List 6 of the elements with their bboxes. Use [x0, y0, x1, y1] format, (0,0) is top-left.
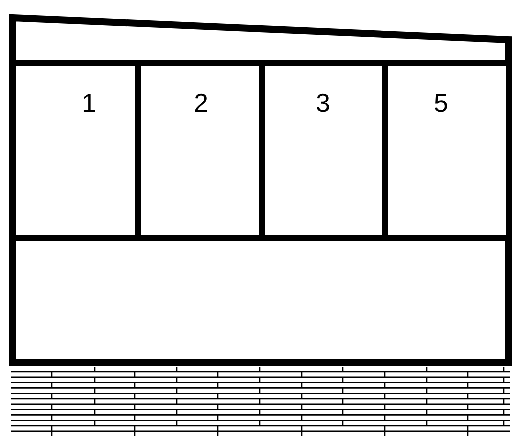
- panel-number: 1: [82, 90, 96, 116]
- panel-number: 5: [434, 90, 448, 116]
- window-panel: [135, 60, 259, 241]
- panel-number: 3: [316, 90, 330, 116]
- window-panel: [259, 60, 382, 241]
- panel-number: 2: [194, 90, 208, 116]
